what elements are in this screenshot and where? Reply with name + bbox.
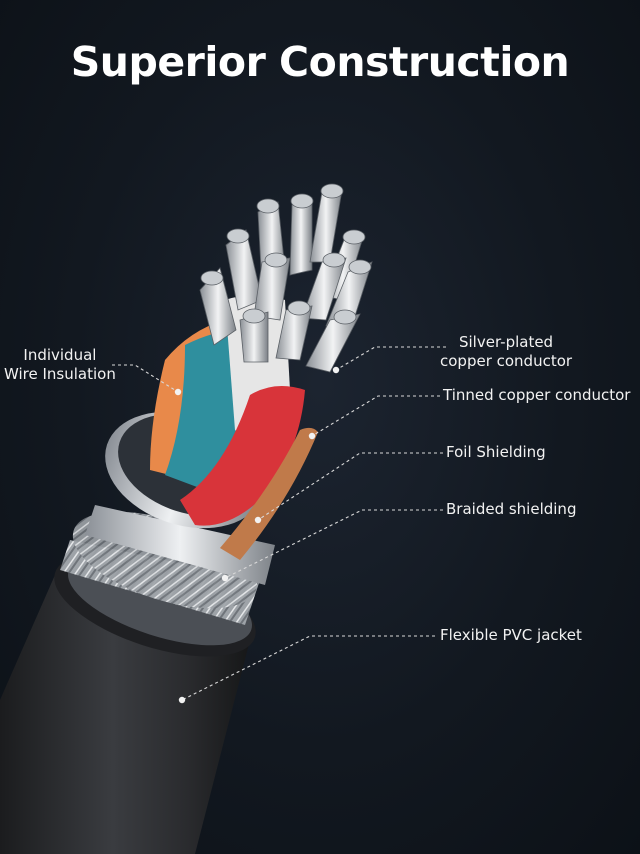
label-foil: Foil Shielding (446, 443, 546, 461)
dot-silver-plated (332, 366, 340, 374)
leader-dots (174, 366, 340, 704)
label-braided: Braided shielding (446, 500, 577, 518)
red-wire (180, 386, 305, 526)
label-pvc: Flexible PVC jacket (440, 626, 582, 644)
label-individual-insulation-line1: Individual (23, 346, 97, 364)
label-individual-insulation: Individual Wire Insulation (4, 346, 116, 384)
leader-lines (112, 346, 446, 701)
copper-conductor (220, 427, 318, 560)
label-individual-insulation-line2: Wire Insulation (4, 365, 116, 383)
dot-tinned-copper (308, 432, 316, 440)
label-silver-plated-line2: copper conductor (440, 352, 573, 370)
leader-braided (224, 509, 443, 579)
label-silver-plated-line1: Silver-plated (458, 333, 554, 351)
leader-tinned-copper (311, 395, 440, 437)
leader-foil (257, 452, 443, 521)
leader-individual-insulation (112, 364, 179, 393)
dot-foil (254, 516, 262, 524)
leader-silver-plated (335, 346, 446, 371)
dot-individual-insulation (174, 388, 182, 396)
silver-strands (199, 183, 373, 373)
label-silver-plated: Silver-plated copper conductor (440, 333, 572, 371)
dot-braided (221, 574, 229, 582)
label-tinned-copper: Tinned copper conductor (443, 386, 631, 404)
page-title: Superior Construction (70, 38, 570, 86)
dot-pvc (178, 696, 186, 704)
